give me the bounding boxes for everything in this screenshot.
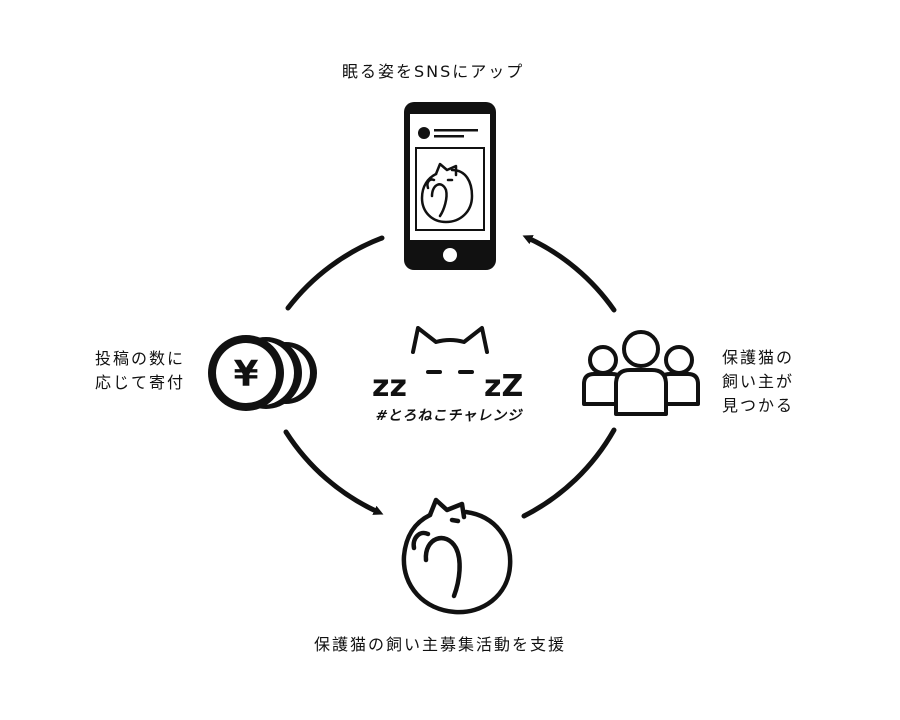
label-left-donation: 投稿の数に 応じて寄付 [95, 349, 186, 392]
hashtag-label: #とろねこチャレンジ [374, 408, 526, 424]
sleeping-cat-icon [420, 162, 474, 224]
yen-symbol: ¥ [233, 354, 258, 395]
smartphone-icon [404, 102, 496, 270]
people-group-icon [582, 330, 700, 416]
label-top-sns-upload: 眠る姿をSNSにアップ [342, 62, 525, 81]
yen-coins-icon: ¥ [208, 335, 317, 411]
arc-left-to-phone [285, 235, 385, 311]
svg-text:zz: zz [372, 369, 407, 404]
label-right-owner-found: 保護猫の 飼い主が 見つかる [722, 348, 795, 415]
sleep-z-right: zZ [484, 369, 523, 404]
sleeping-cat-circle-icon [401, 497, 513, 615]
svg-text:zZ: zZ [484, 369, 523, 404]
arc-cat-to-people [521, 427, 617, 519]
arc-people-to-phone [522, 235, 617, 313]
arc-coins-to-cat [283, 429, 384, 515]
sleep-z-left: zz [372, 369, 407, 404]
cat-face-icon [411, 326, 489, 374]
label-bottom-support: 保護猫の飼い主募集活動を支援 [314, 635, 567, 654]
